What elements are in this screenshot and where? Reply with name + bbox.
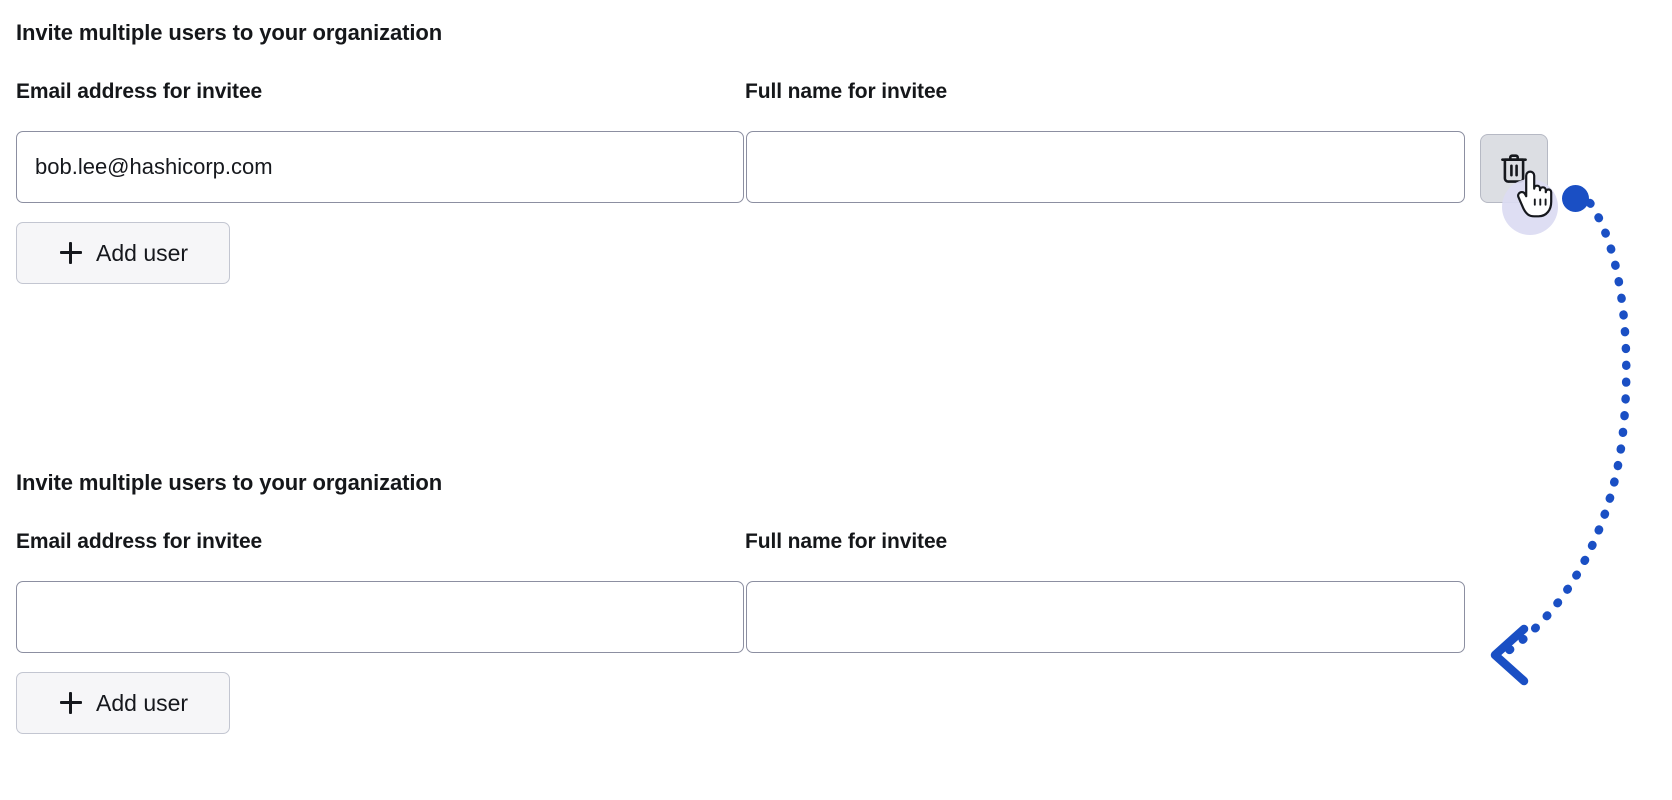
trash-icon (1499, 153, 1529, 185)
add-user-button-label: Add user (96, 239, 189, 266)
email-input[interactable] (16, 131, 744, 203)
add-user-button[interactable]: Add user (16, 222, 230, 284)
email-field-label: Email address for invitee (16, 80, 263, 103)
full-name-input[interactable] (746, 581, 1465, 653)
plus-icon (60, 692, 82, 714)
add-user-button-label: Add user (96, 689, 189, 716)
email-field-label: Email address for invitee (16, 530, 263, 553)
page-title: Invite multiple users to your organizati… (16, 20, 443, 45)
plus-icon (60, 242, 82, 264)
annotation-start-dot (1562, 185, 1589, 212)
page-title: Invite multiple users to your organizati… (16, 470, 443, 495)
delete-invitee-button[interactable] (1480, 134, 1548, 203)
full-name-input[interactable] (746, 131, 1465, 203)
add-user-button[interactable]: Add user (16, 672, 230, 734)
full-name-field-label: Full name for invitee (745, 80, 948, 103)
full-name-field-label: Full name for invitee (745, 530, 948, 553)
email-input[interactable] (16, 581, 744, 653)
